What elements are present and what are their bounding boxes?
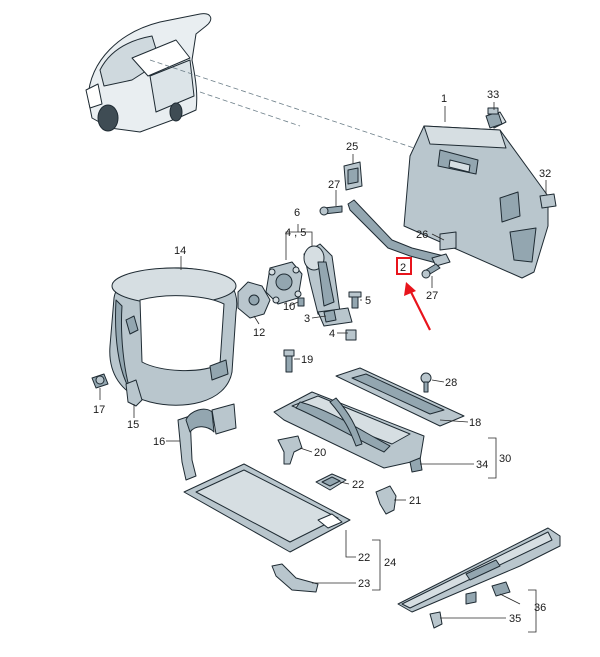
callout-labels: 1 33 32 25 27 6 4 , 5 26 2 27 14 5 10 3 … <box>93 89 551 625</box>
mounting-bracket <box>343 161 363 191</box>
handle-23 <box>271 563 319 593</box>
reference-line <box>199 91 301 127</box>
trim-clip <box>485 107 503 129</box>
bolt-10 <box>297 297 305 307</box>
tension-strap <box>177 403 237 481</box>
screw-19 <box>283 349 295 373</box>
callout-22-panel: 22 <box>358 552 370 564</box>
retaining-hook <box>125 379 143 407</box>
spacer-4 <box>345 329 357 341</box>
callout-35: 35 <box>509 613 521 625</box>
callout-30: 30 <box>499 453 511 465</box>
vehicle-rear-illustration <box>85 13 212 133</box>
callout-10: 10 <box>283 301 295 313</box>
floor-tray <box>273 391 425 469</box>
cover-22-small <box>315 473 347 491</box>
callout-22-small: 22 <box>352 479 364 491</box>
callout-16: 16 <box>153 436 165 448</box>
spare-wheel-cover <box>109 267 238 406</box>
highlight-marker <box>396 257 431 331</box>
callout-24: 24 <box>384 557 396 569</box>
callout-23: 23 <box>358 578 370 590</box>
callout-21: 21 <box>409 495 421 507</box>
callout-33: 33 <box>487 89 499 101</box>
holder-20 <box>277 435 303 465</box>
leader-lines <box>99 102 547 633</box>
callout-6: 6 <box>294 207 300 219</box>
trim-cap <box>539 193 557 209</box>
nut-3 <box>323 309 337 323</box>
callout-17: 17 <box>93 404 105 416</box>
highlight-box <box>396 257 412 275</box>
callout-32: 32 <box>539 168 551 180</box>
callout-36: 36 <box>534 602 546 614</box>
callout-15: 15 <box>127 419 139 431</box>
callout-26: 26 <box>416 229 428 241</box>
callout-25: 25 <box>346 141 358 153</box>
clip-21 <box>375 485 397 515</box>
floor-panel <box>183 463 351 553</box>
callout-14: 14 <box>174 245 186 257</box>
callout-27-top: 27 <box>328 179 340 191</box>
callout-5: 5 <box>365 295 371 307</box>
callout-3: 3 <box>304 313 310 325</box>
bolt-5 <box>348 291 362 309</box>
callout-18: 18 <box>469 417 481 429</box>
callout-19: 19 <box>301 354 313 366</box>
fastening-clip <box>91 373 109 389</box>
callout-4: 4 <box>329 328 335 340</box>
highlight-arrowhead <box>404 282 416 296</box>
callout-4-5: 4 , 5 <box>285 227 306 239</box>
screw-28 <box>420 372 432 393</box>
screw <box>319 205 343 216</box>
callout-1: 1 <box>441 93 447 105</box>
callout-20: 20 <box>314 447 326 459</box>
wheel-hub-flange <box>265 261 303 305</box>
screw <box>421 263 441 279</box>
mounting-bracket-right <box>439 231 457 251</box>
clip-35 <box>429 611 443 629</box>
callout-12: 12 <box>253 327 265 339</box>
callout-28: 28 <box>445 377 457 389</box>
retaining-bar <box>347 199 451 267</box>
callout-27-bottom: 27 <box>426 290 438 302</box>
callout-2: 2 <box>400 262 406 274</box>
floor-support-rail <box>335 367 465 427</box>
highlight-arrow-shaft <box>409 289 431 331</box>
tray-clip-34 <box>409 457 423 473</box>
loading-sill-trim <box>397 527 561 613</box>
callout-34: 34 <box>476 459 488 471</box>
star-bracket <box>237 281 271 319</box>
